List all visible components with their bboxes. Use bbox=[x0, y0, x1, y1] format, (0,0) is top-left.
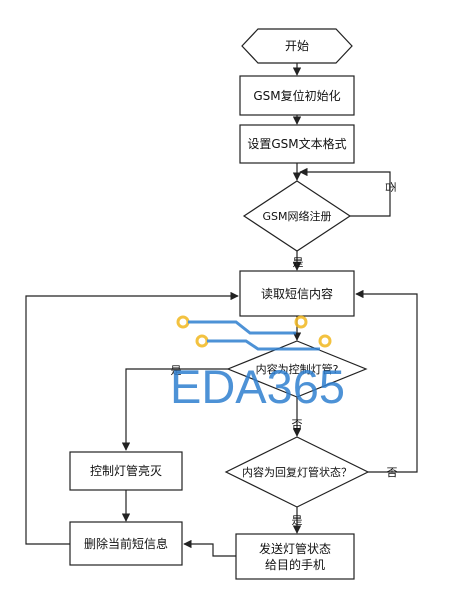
arrow-register-no-loop bbox=[299, 167, 391, 217]
arrow-delete-loop bbox=[25, 291, 239, 545]
watermark-trace-2 bbox=[207, 339, 320, 351]
network-register-label: GSM网络注册 bbox=[263, 209, 332, 223]
watermark-node-2 bbox=[195, 334, 209, 348]
register-yes-label: 是 bbox=[293, 256, 304, 269]
delete-sms-label: 删除当前短信息 bbox=[84, 536, 168, 551]
reply-no-label: 否 bbox=[387, 466, 398, 479]
watermark-node-3 bbox=[294, 315, 308, 329]
control-lamp-question: 内容为控制灯管? bbox=[256, 362, 339, 376]
reply-status-question: 内容为回复灯管状态？ bbox=[242, 465, 352, 479]
watermark-trace-1 bbox=[188, 320, 296, 335]
network-register-decision: GSM网络注册 bbox=[242, 180, 352, 252]
read-sms-label: 读取短信内容 bbox=[261, 286, 333, 301]
send-status-line1: 发送灯管状态 bbox=[259, 541, 331, 556]
eda365-watermark: EDA365 bbox=[170, 315, 345, 413]
reply-status-decision: 内容为回复灯管状态？ bbox=[224, 436, 370, 508]
read-sms-box: 读取短信内容 bbox=[239, 270, 355, 317]
reply-yes-label: 是 bbox=[292, 514, 303, 527]
arrow-reply-no-loop bbox=[355, 289, 418, 473]
arrow-send-delete bbox=[183, 539, 236, 557]
gsm-reset-box: GSM复位初始化 bbox=[239, 75, 355, 116]
control-lamp-label: 控制灯管亮灭 bbox=[90, 463, 162, 478]
control-no-label: 否 bbox=[292, 418, 303, 431]
watermark-node-4 bbox=[318, 334, 332, 348]
control-lamp-box: 控制灯管亮灭 bbox=[69, 451, 183, 491]
set-text-format-label: 设置GSM文本格式 bbox=[247, 136, 346, 151]
start-label: 开始 bbox=[285, 39, 309, 53]
delete-sms-box: 删除当前短信息 bbox=[69, 521, 183, 566]
watermark-text: EDA365 bbox=[170, 360, 345, 413]
register-no-label: 否 bbox=[384, 182, 397, 193]
watermark-node-1 bbox=[176, 315, 190, 329]
arrow-control-yes bbox=[121, 368, 228, 451]
control-yes-label: 是 bbox=[171, 364, 182, 377]
watermark-circuit-icon bbox=[176, 315, 332, 351]
control-lamp-decision: 内容为控制灯管? bbox=[226, 340, 368, 398]
send-status-line2: 给目的手机 bbox=[265, 557, 325, 572]
set-text-format-box: 设置GSM文本格式 bbox=[239, 124, 355, 164]
gsm-reset-label: GSM复位初始化 bbox=[253, 88, 340, 103]
send-status-box: 发送灯管状态 给目的手机 bbox=[235, 533, 355, 580]
start-node: 开始 bbox=[241, 28, 353, 64]
